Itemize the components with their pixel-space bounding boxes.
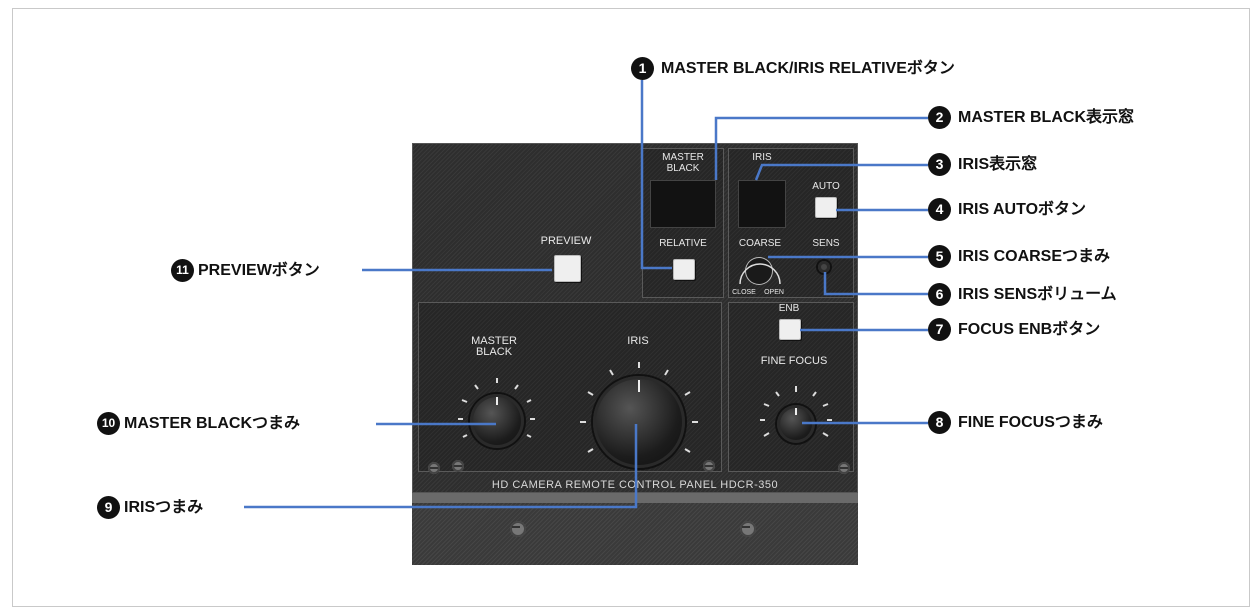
callout-label-1: MASTER BLACK/IRIS RELATIVEボタン: [661, 60, 955, 77]
enb-label: ENB: [778, 303, 800, 314]
preview-button[interactable]: [554, 255, 581, 282]
callout-label-7: FOCUS ENBボタン: [958, 321, 1101, 338]
iris-coarse-knob[interactable]: [746, 258, 772, 284]
iris-sens-volume[interactable]: [818, 261, 830, 273]
fine-focus-label: FINE FOCUS: [760, 355, 828, 367]
iris-display-label: IRIS: [752, 152, 772, 163]
callout-number-2: 2: [928, 106, 951, 129]
callout-number-4: 4: [928, 198, 951, 221]
screw: [510, 521, 526, 537]
close-label: CLOSE: [732, 289, 756, 296]
open-label: OPEN: [764, 289, 784, 296]
callout-number-1: 1: [631, 57, 654, 80]
callout-label-3: IRIS表示窓: [958, 156, 1038, 173]
callout-number-11: 11: [171, 259, 194, 282]
callout-label-10: MASTER BLACKつまみ: [124, 415, 300, 432]
relative-label: RELATIVE: [659, 238, 707, 249]
screw: [428, 462, 440, 474]
master-black-display-label: MASTER BLACK: [662, 152, 704, 174]
master-black-display-window: [650, 180, 716, 228]
screw: [452, 460, 464, 472]
callout-label-8: FINE FOCUSつまみ: [958, 414, 1103, 431]
callout-number-5: 5: [928, 245, 951, 268]
iris-display-window: [738, 180, 786, 228]
callout-number-8: 8: [928, 411, 951, 434]
screw: [740, 521, 756, 537]
fine-focus-subpanel: [728, 302, 854, 472]
relative-button[interactable]: [673, 259, 695, 280]
page-frame: [12, 8, 1250, 607]
sens-label: SENS: [812, 238, 840, 249]
callout-number-6: 6: [928, 283, 951, 306]
callout-label-9: IRISつまみ: [124, 499, 204, 516]
screw: [838, 462, 850, 474]
model-name-text: HD CAMERA REMOTE CONTROL PANEL HDCR-350: [491, 479, 779, 491]
screw: [703, 460, 715, 472]
callout-number-9: 9: [97, 496, 120, 519]
auto-label: AUTO: [812, 181, 840, 192]
preview-label: PREVIEW: [540, 235, 592, 247]
coarse-label: COARSE: [738, 238, 782, 249]
callout-label-11: PREVIEWボタン: [198, 262, 320, 279]
iris-knob-label: IRIS: [627, 335, 649, 347]
callout-number-7: 7: [928, 318, 951, 341]
callout-label-5: IRIS COARSEつまみ: [958, 248, 1111, 265]
callout-number-3: 3: [928, 153, 951, 176]
iris-auto-button[interactable]: [815, 197, 837, 218]
callout-label-2: MASTER BLACK表示窓: [958, 109, 1134, 126]
callout-number-10: 10: [97, 412, 120, 435]
callout-label-4: IRIS AUTOボタン: [958, 201, 1087, 218]
callout-label-6: IRIS SENSボリューム: [958, 286, 1117, 303]
master-black-knob-label: MASTER BLACK: [471, 335, 517, 358]
